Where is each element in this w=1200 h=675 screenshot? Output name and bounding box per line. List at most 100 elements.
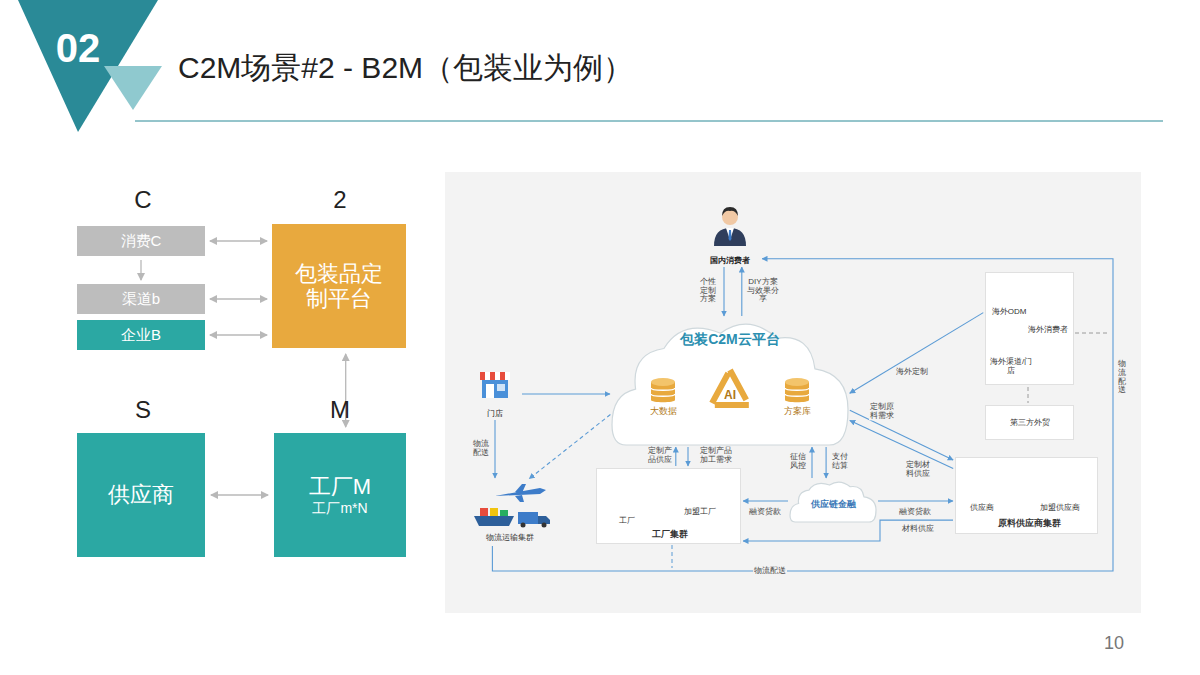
connector (811, 447, 812, 478)
column-letter: M (330, 396, 350, 424)
logistics-icons-part (480, 508, 488, 516)
overseas-box: 海外ODM 海外消费者海外渠道/门店 (985, 272, 1074, 385)
logistics-icons-part (521, 523, 526, 528)
node-icon-part (782, 376, 812, 406)
header-rule (135, 121, 1163, 122)
node-text: 包装品定制平台 (292, 261, 387, 312)
node-text: 包装C2M云平台 (612, 331, 848, 347)
factory-box: 工厂M工厂m*N (274, 433, 406, 557)
ai-node: AI (705, 364, 755, 414)
connector (210, 334, 267, 335)
connector (675, 447, 676, 466)
header-triangles-part (104, 66, 162, 110)
edge-label: 个性定制方案 (699, 278, 717, 304)
panel-ground (445, 172, 1141, 613)
connector (210, 298, 267, 299)
connector (850, 420, 953, 468)
consumer-icon-part (729, 230, 732, 241)
platform-box: 包装品定制平台 (272, 224, 406, 348)
database-node: 大数据 (638, 370, 688, 422)
dashed-leaders-part (1075, 333, 1110, 334)
channel-box: 消费C (77, 226, 205, 256)
connector (743, 500, 788, 501)
connector (743, 520, 953, 541)
node-icon-part-part (651, 388, 675, 396)
factory-cluster-box: 工厂加盟工厂工厂集群 (596, 468, 741, 544)
page-number: 10 (1104, 633, 1124, 654)
consumer-icon-part (714, 228, 746, 246)
edge-label: 融资贷款 (748, 508, 782, 517)
connector (211, 494, 268, 495)
node-text: 第三方外贸 (1010, 418, 1050, 427)
node-text: 海外ODM (986, 307, 1032, 316)
consumer-icon (714, 207, 746, 246)
connector (741, 267, 742, 316)
edge-label: 海外定制 (895, 368, 929, 377)
dashed-leaders-part (1028, 387, 1029, 403)
connector (850, 313, 984, 394)
header-triangles (18, 0, 162, 132)
channel-box: 渠道b (77, 284, 205, 314)
connector (210, 240, 267, 241)
node-text: AI (724, 389, 736, 403)
edge-label: DIY方案与效果分享 (746, 278, 780, 304)
node-text: 国内消费者 (710, 256, 750, 265)
node-icon-part (648, 376, 678, 406)
consumer-icon-part (726, 228, 734, 240)
node-text: 供应商 (960, 503, 1004, 512)
node-text: 海外消费者 (1022, 325, 1074, 334)
node-text: 供应商 (108, 482, 174, 507)
edge-label: 定制材料供应 (905, 461, 931, 478)
connector (492, 259, 1113, 571)
connector (723, 267, 724, 316)
edge-label: 定制产品加工需求 (699, 447, 733, 464)
node-text: 消费C (121, 232, 162, 249)
node-text: 原料供应商集群 (982, 518, 1077, 528)
cloud-outline (790, 482, 876, 522)
trade-box: 第三方外贸 (985, 405, 1074, 440)
node-icon (782, 376, 812, 406)
node-text: 工厂m*N (312, 500, 367, 516)
supplier-cluster-box: 供应商加盟供应商原料供应商集群 (955, 457, 1098, 534)
connector (140, 260, 141, 280)
edge-label: 物流配送 (472, 440, 490, 457)
edge-label: 支付结算 (831, 453, 849, 470)
node-text: 供应链金融 (790, 499, 876, 509)
logistics-icons-part (474, 516, 514, 526)
node-text: 方案库 (784, 406, 811, 416)
node-text: 物流运输集群 (486, 533, 534, 542)
edge-side-note: 物流配送 (1118, 360, 1126, 395)
node-text: 海外渠道/门店 (986, 357, 1036, 375)
consumer-node: 国内消费者 (700, 203, 760, 265)
consumer-icon-part (722, 207, 738, 216)
column-letter: C (134, 186, 151, 214)
connector (522, 393, 610, 394)
connector (850, 410, 953, 460)
logistics-node: 物流运输集群 (466, 480, 554, 544)
edge-label: 征信风控 (789, 453, 807, 470)
column-letter: S (135, 396, 151, 424)
node-text: 大数据 (650, 406, 677, 416)
connector (687, 447, 688, 466)
logistics-icons-part (490, 508, 498, 516)
connector (826, 447, 827, 478)
slide-title: C2M场景#2 - B2M（包装业为例） (178, 48, 633, 89)
node-text: 工厂集群 (627, 529, 712, 539)
connector (494, 420, 495, 478)
channel-box: 企业B (77, 320, 205, 350)
node-text: 门店 (487, 409, 503, 418)
node-text: 加盟工厂 (663, 507, 737, 516)
section-number: 02 (56, 26, 101, 71)
logistics-icons-part (495, 484, 546, 502)
logistics-icons-part (542, 523, 547, 528)
node-text: 渠道b (122, 290, 160, 307)
connector (878, 500, 953, 501)
supplier-box: 供应商 (77, 433, 205, 557)
edge-label: 材料供应 (901, 525, 935, 534)
node-icon (648, 376, 678, 406)
edge-label: 定制产品供应 (647, 447, 673, 464)
node-icon-part-part (785, 378, 809, 386)
